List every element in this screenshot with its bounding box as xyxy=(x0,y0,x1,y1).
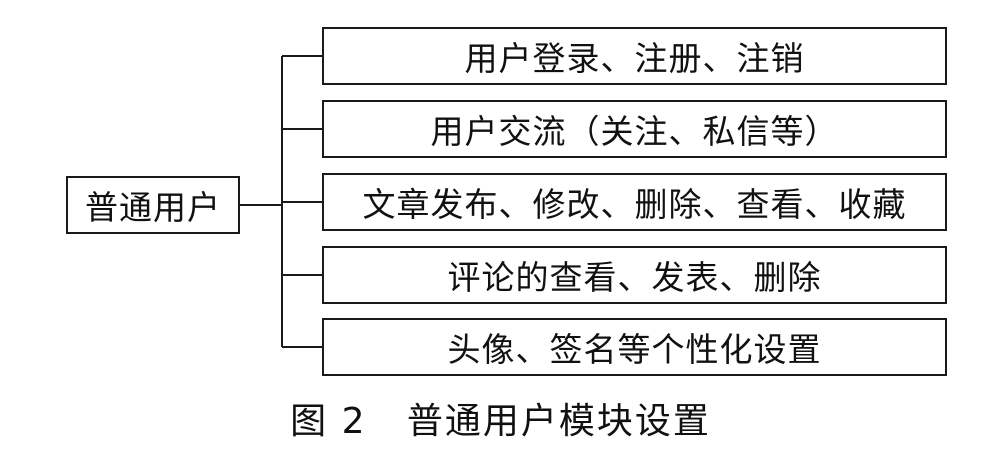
figure-caption: 图 2 普通用户模块设置 xyxy=(0,392,1001,444)
module-node-label: 文章发布、修改、删除、查看、收藏 xyxy=(362,185,907,224)
module-node-comments: 评论的查看、发表、删除 xyxy=(322,246,947,304)
module-node-login-register: 用户登录、注册、注销 xyxy=(322,27,947,85)
figure-title: 普通用户模块设置 xyxy=(406,401,711,442)
module-node-user-communication: 用户交流（关注、私信等） xyxy=(322,100,947,158)
root-node-label: 普通用户 xyxy=(85,188,221,227)
module-node-personalization: 头像、签名等个性化设置 xyxy=(322,318,947,376)
figure-number: 图 2 xyxy=(290,401,367,442)
module-node-label: 评论的查看、发表、删除 xyxy=(447,258,822,297)
module-node-articles: 文章发布、修改、删除、查看、收藏 xyxy=(322,173,947,231)
module-node-label: 用户登录、注册、注销 xyxy=(464,39,805,78)
module-node-label: 用户交流（关注、私信等） xyxy=(430,112,839,151)
module-node-label: 头像、签名等个性化设置 xyxy=(447,330,822,369)
root-node-ordinary-user: 普通用户 xyxy=(66,176,240,234)
